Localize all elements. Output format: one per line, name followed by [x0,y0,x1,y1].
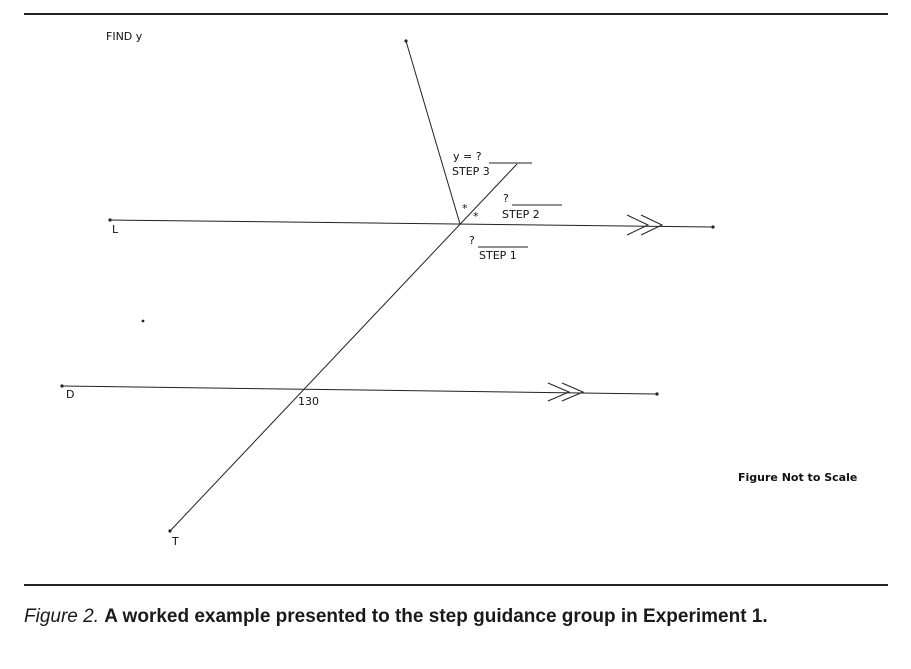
label-l: L [112,223,119,236]
step2-label: STEP 2 [502,208,540,221]
angle-marker-b: * [473,210,479,223]
transversal-t [169,163,518,532]
line-d [61,385,658,395]
upper-ray [405,40,461,225]
point-upper-ray [404,39,408,43]
step3-expression: y = ? [453,150,482,163]
find-y-prompt: FIND y [106,30,143,43]
angle-marker-a: * [462,202,468,215]
parallel-arrow-d-2 [561,382,585,402]
parallel-arrow-l-2 [640,214,664,236]
top-rule [24,13,888,15]
point-l-right [711,225,715,229]
label-t: T [171,535,179,548]
angle-130-label: 130 [298,395,319,408]
point-l-left [108,218,112,222]
not-to-scale-note: Figure Not to Scale [738,471,857,484]
parallel-arrow-d-1 [547,382,571,402]
label-d: D [66,388,74,401]
parallel-arrow-l-1 [626,214,650,236]
point-d-right [655,392,659,396]
step1-label: STEP 1 [479,249,517,262]
figure-caption: Figure 2. A worked example presented to … [24,602,894,632]
caption-label: Figure 2. [24,606,99,627]
geometry-diagram: FIND y y = ? STEP 3 ? STEP 2 ? STEP 1 * … [60,30,857,548]
step3-label: STEP 3 [452,165,490,178]
point-d-left [60,384,64,388]
step2-expression: ? [503,192,509,205]
caption-text: A worked example presented to the step g… [104,606,768,627]
step1-expression: ? [469,234,475,247]
stray-dot [141,319,145,323]
point-t [168,529,172,533]
bottom-rule [24,584,888,586]
line-l [109,219,714,228]
